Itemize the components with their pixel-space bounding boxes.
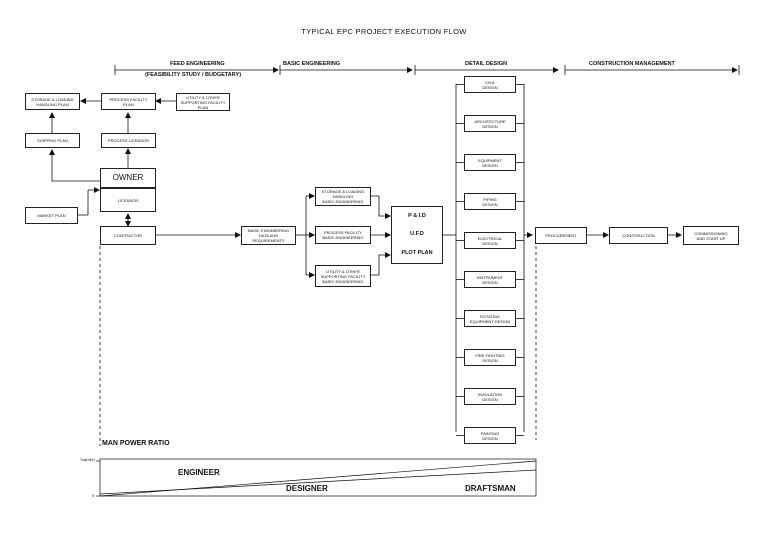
procurement-box: PROCUREMENT [535,227,587,244]
utility-basic-engineering-label: UTILITY & OTHER SUPPORTING FACILITY BASI… [320,268,366,284]
process-licensor-box: PROCESS LICENSOR [101,133,156,148]
manpower-y-top-label: Total M/H [80,458,95,462]
detail-design-box: ROTATING EQUIPMENT DESIGN [464,310,516,327]
manpower-title: MAN POWER RATIO [102,440,170,447]
detail-design-box: PAINTING DESIGN [464,427,516,444]
draftsman-label: DRAFTSMAN [465,484,516,493]
detail-design-label: ARCHITECTURE DESIGN [474,118,506,129]
construction-label: CONSTRUCTION [622,233,655,238]
diagram-title: TYPICAL EPC PROJECT EXECUTION FLOW [301,27,467,36]
manpower-y-zero-label: 0 [92,493,95,498]
utility-plan-box: UTILITY & OTHER SUPPORTING FACILITY PLAN [176,93,230,111]
construction-box: CONSTRUCTION [609,227,668,244]
storage-basic-engineering-label: STORAGE & LOADING HANDLING BASIC ENGINEE… [321,189,365,204]
market-plan-label: MARKET PLAN [37,213,66,218]
plot-plan-label: PLOT PLAN [401,250,433,257]
detail-design-label: PAINTING DESIGN [480,430,500,441]
process-basic-engineering-label: PROCESS FACILITY BASIC ENGINEERING [322,230,364,240]
procurement-label: PROCUREMENT [545,233,577,238]
detail-design-box: ELECTRICAL DESIGN [464,232,516,249]
commissioning-box: COMMISSIONING AND START UP [683,226,739,245]
detail-design-box: PIPING DESIGN [464,193,516,210]
utility-plan-label: UTILITY & OTHER SUPPORTING FACILITY PLAN [180,94,226,110]
basic-engineering-data-box: BASIC ENGINEERING DATA AND REQUIREMENTS [241,226,296,245]
detail-design-box: INSTRUMENT DESIGN [464,271,516,288]
ufd-label: U.F.D [410,231,424,238]
phase-feed-engineering: FEED ENGINEERING [170,61,225,67]
detail-design-label: PIPING DESIGN [482,196,498,207]
detail-design-label: CIVIL DESIGN [482,79,498,90]
process-basic-engineering-box: PROCESS FACILITY BASIC ENGINEERING [315,226,371,244]
detail-design-label: FIRE FIGHTING DESIGN [475,352,505,363]
detail-design-label: INSTRUMENT DESIGN [476,274,504,285]
storage-loading-plan-label: STORAGE & LOADING HANDLING PLAN [31,96,74,107]
detail-design-label: ROTATING EQUIPMENT DESIGN [469,313,511,324]
engineer-label: ENGINEER [178,468,220,477]
owner-box: OWNER [100,168,156,188]
storage-basic-engineering-box: STORAGE & LOADING HANDLING BASIC ENGINEE… [315,187,371,206]
phase-construction-management: CONSTRUCTION MANAGEMENT [589,61,675,67]
phase-basic-engineering: BASIC ENGINEERING [283,61,341,67]
basic-engineering-data-label: BASIC ENGINEERING DATA AND REQUIREMENTS [247,228,290,243]
detail-design-label: INSULATION DESIGN [478,391,502,402]
market-plan-box: MARKET PLAN [25,207,78,224]
licensor-box: LICENSOR [100,188,156,212]
process-facility-plan-label: PROCESS FACILITY PLAN [109,96,148,107]
designer-label: DESIGNER [286,484,328,493]
detail-design-label: ELECTRICAL DESIGN [477,235,503,246]
contractor-box: CONTRACTOR [100,226,156,245]
commissioning-label: COMMISSIONING AND START UP [694,230,728,241]
detail-design-box: FIRE FIGHTING DESIGN [464,349,516,366]
pid-ufd-plot-plan-box: P & I.D U.F.D PLOT PLAN [391,206,443,264]
phase-detail-design: DETAIL DESIGN [465,61,507,67]
contractor-label: CONTRACTOR [113,233,143,238]
owner-label: OWNER [112,173,144,182]
utility-basic-engineering-box: UTILITY & OTHER SUPPORTING FACILITY BASI… [315,265,371,287]
pid-label: P & I.D [408,212,426,219]
licensor-label: LICENSOR [117,197,139,203]
process-licensor-label: PROCESS LICENSOR [107,138,150,143]
detail-design-label: EQUIPMENT DESIGN [478,157,502,168]
phase-feed-subtitle: (FEASIBILITY STUDY / BUDGETARY) [145,72,242,78]
shipping-plan-label: SHIPPING PLAN [37,138,68,143]
detail-design-box: ARCHITECTURE DESIGN [464,115,516,132]
shipping-plan-box: SHIPPING PLAN [25,133,80,148]
detail-design-box: EQUIPMENT DESIGN [464,154,516,171]
process-facility-plan-box: PROCESS FACILITY PLAN [101,93,156,110]
detail-design-box: CIVIL DESIGN [464,76,516,93]
detail-design-box: INSULATION DESIGN [464,388,516,405]
storage-loading-plan-box: STORAGE & LOADING HANDLING PLAN [25,93,80,110]
